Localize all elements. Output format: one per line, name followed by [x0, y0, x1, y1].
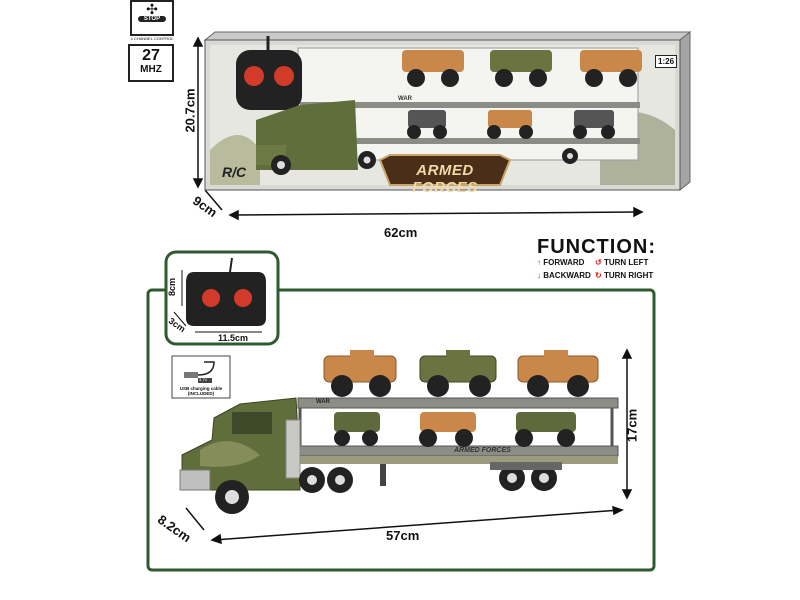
truck-height-label: 17cm	[624, 408, 640, 443]
atv-camo-right	[515, 412, 576, 447]
frequency-value: 27	[142, 47, 160, 64]
wheel-icon: ✣	[146, 1, 158, 17]
stop-badge: ✣ STOP 4 CHANNEL CONTROL	[130, 0, 174, 41]
box-width-label: 62cm	[384, 225, 418, 240]
frequency-unit: MHZ	[140, 64, 162, 75]
usb-caption: USB charging cable (INCLUDED)	[179, 386, 223, 396]
carrier-truck	[179, 397, 619, 514]
function-item-turn-right: ↻ TURN RIGHT	[595, 271, 654, 280]
atv-sand	[419, 412, 476, 447]
box-dimension-lines	[192, 36, 644, 221]
atv-row	[334, 412, 576, 447]
arrow-up-icon: ↑	[537, 258, 541, 267]
monster-trucks	[323, 350, 599, 397]
box-height-label: 20.7cm	[182, 88, 198, 133]
function-title: FUNCTION:	[537, 236, 656, 258]
usb-voltage: 3.7V	[199, 377, 208, 382]
box-remote	[236, 36, 302, 110]
usb-cable-card	[171, 355, 231, 399]
truck-frame	[146, 288, 656, 572]
monster-truck-sand-right	[517, 350, 599, 397]
box-product-name: ARMED FORCES	[412, 162, 478, 196]
box-war-label: WAR	[398, 96, 412, 102]
frequency-badge: 27 MHZ	[128, 44, 174, 82]
rotate-left-icon: ↺	[595, 258, 602, 267]
armed-forces-logo-plate	[378, 154, 512, 186]
box-truck	[256, 50, 642, 175]
function-item-backward: ↓ BACKWARD	[537, 271, 591, 280]
arrow-down-icon: ↓	[537, 271, 541, 280]
remote-inset	[164, 250, 280, 346]
box-scale-label: 1:26	[655, 55, 678, 68]
atv-camo-left	[334, 412, 380, 446]
remote-height-label: 8cm	[167, 278, 177, 297]
remote-width-label: 11.5cm	[218, 333, 249, 343]
truck-war-label: WAR	[316, 399, 330, 405]
box-rc-label: R/C	[222, 164, 247, 180]
rotate-right-icon: ↻	[595, 271, 602, 280]
function-item-forward: ↑ FORWARD	[537, 258, 585, 267]
truck-dimension-lines	[185, 348, 633, 545]
stop-label: STOP	[138, 16, 166, 22]
monster-truck-camo	[419, 350, 497, 397]
channel-text: 4 CHANNEL CONTROL	[130, 36, 174, 41]
truck-deck-label: ARMED FORCES	[454, 447, 511, 454]
truck-length-label: 57cm	[386, 528, 420, 543]
function-item-turn-left: ↺ TURN LEFT	[595, 258, 649, 267]
monster-truck-sand-left	[323, 350, 397, 397]
